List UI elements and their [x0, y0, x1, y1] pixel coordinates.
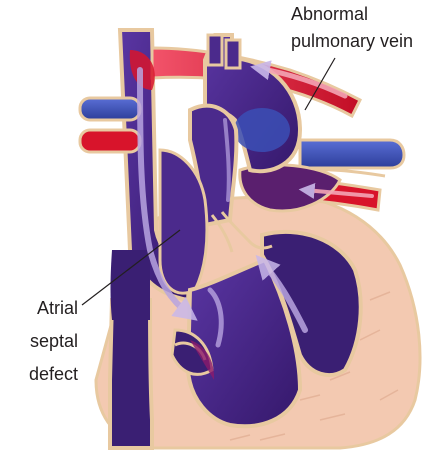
label-atrial-septal-defect-line3: defect: [12, 364, 78, 385]
label-atrial-septal-defect-line1: Atrial: [12, 298, 78, 319]
right-pulmonary-vein: [80, 130, 140, 152]
label-atrial-septal-defect-line2: septal: [12, 331, 78, 352]
left-pulmonary-artery: [300, 140, 404, 168]
label-abnormal-pulmonary-vein-line1: Abnormal: [291, 4, 368, 25]
label-abnormal-pulmonary-vein-line2: pulmonary vein: [291, 31, 413, 52]
inferior-vena-cava: [110, 300, 152, 448]
right-pulmonary-artery: [80, 98, 140, 120]
